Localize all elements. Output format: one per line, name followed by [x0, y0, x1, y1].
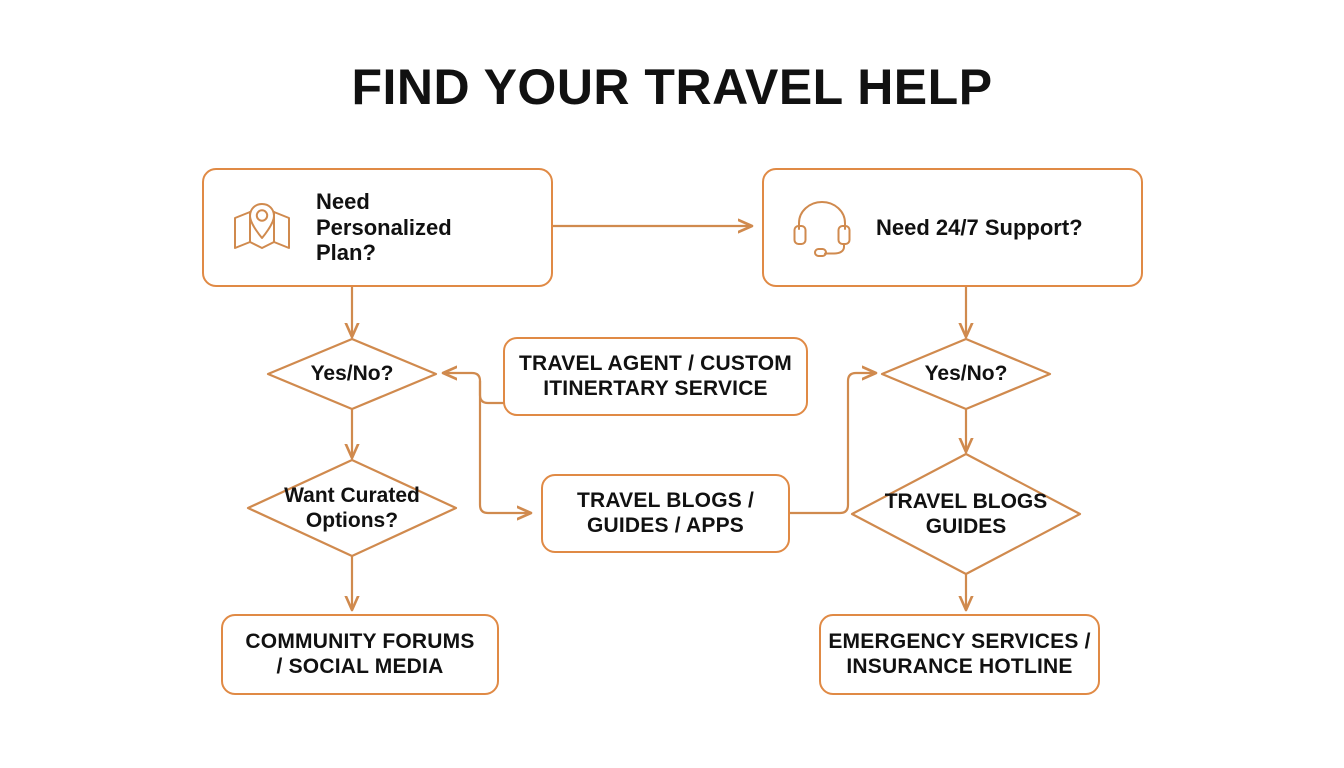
node-label-line1: TRAVEL BLOGS / [576, 488, 755, 512]
map-pin-icon [226, 192, 298, 264]
node-travel-agent[interactable]: TRAVEL AGENT / CUSTOM ITINERTARY SERVICE [503, 337, 808, 416]
node-need-personalized-plan[interactable]: Need Personalized Plan? [202, 168, 553, 287]
node-travel-blogs-guides[interactable]: TRAVEL BLOGS GUIDES [850, 452, 1082, 576]
node-label: TRAVEL AGENT / CUSTOM ITINERTARY SERVICE [519, 352, 792, 402]
node-label: TRAVEL BLOGS / GUIDES / APPS [577, 489, 754, 539]
node-want-curated-options[interactable]: Want Curated Options? [246, 458, 458, 558]
node-community-forums[interactable]: COMMUNITY FORUMS / SOCIAL MEDIA [221, 614, 499, 695]
node-label: Need Personalized Plan? [316, 189, 452, 267]
node-label-line1: COMMUNITY FORUMS [245, 629, 475, 653]
node-label-line1: EMERGENCY SERVICES / [828, 629, 1091, 653]
node-emergency-services[interactable]: EMERGENCY SERVICES / INSURANCE HOTLINE [819, 614, 1100, 695]
node-left-yes-no[interactable]: Yes/No? [266, 337, 438, 411]
node-travel-blogs-apps[interactable]: TRAVEL BLOGS / GUIDES / APPS [541, 474, 790, 553]
headset-icon [786, 192, 858, 264]
node-label-line2: INSURANCE HOTLINE [846, 654, 1073, 678]
node-label-line3: Plan? [316, 240, 376, 266]
page-title: FIND YOUR TRAVEL HELP [351, 59, 993, 115]
edge-agent-spine-to-blogs [478, 379, 531, 513]
node-label-line2: / SOCIAL MEDIA [276, 654, 444, 678]
edge-blogs-to-right-yesno [788, 373, 876, 515]
node-label-line1: TRAVEL AGENT / CUSTOM [519, 351, 792, 375]
node-need-support[interactable]: Need 24/7 Support? [762, 168, 1143, 287]
edge-agent-to-left-yesno [443, 373, 505, 405]
node-label: Need 24/7 Support? [876, 214, 1083, 240]
node-label-line1: Need [316, 188, 370, 214]
node-right-yes-no[interactable]: Yes/No? [880, 337, 1052, 411]
node-label: COMMUNITY FORUMS / SOCIAL MEDIA [245, 630, 474, 680]
node-label-line2: Personalized [316, 214, 452, 240]
node-label-line2: ITINERTARY SERVICE [543, 376, 768, 400]
node-label-line2: GUIDES / APPS [586, 513, 744, 537]
node-label: EMERGENCY SERVICES / INSURANCE HOTLINE [828, 630, 1090, 680]
